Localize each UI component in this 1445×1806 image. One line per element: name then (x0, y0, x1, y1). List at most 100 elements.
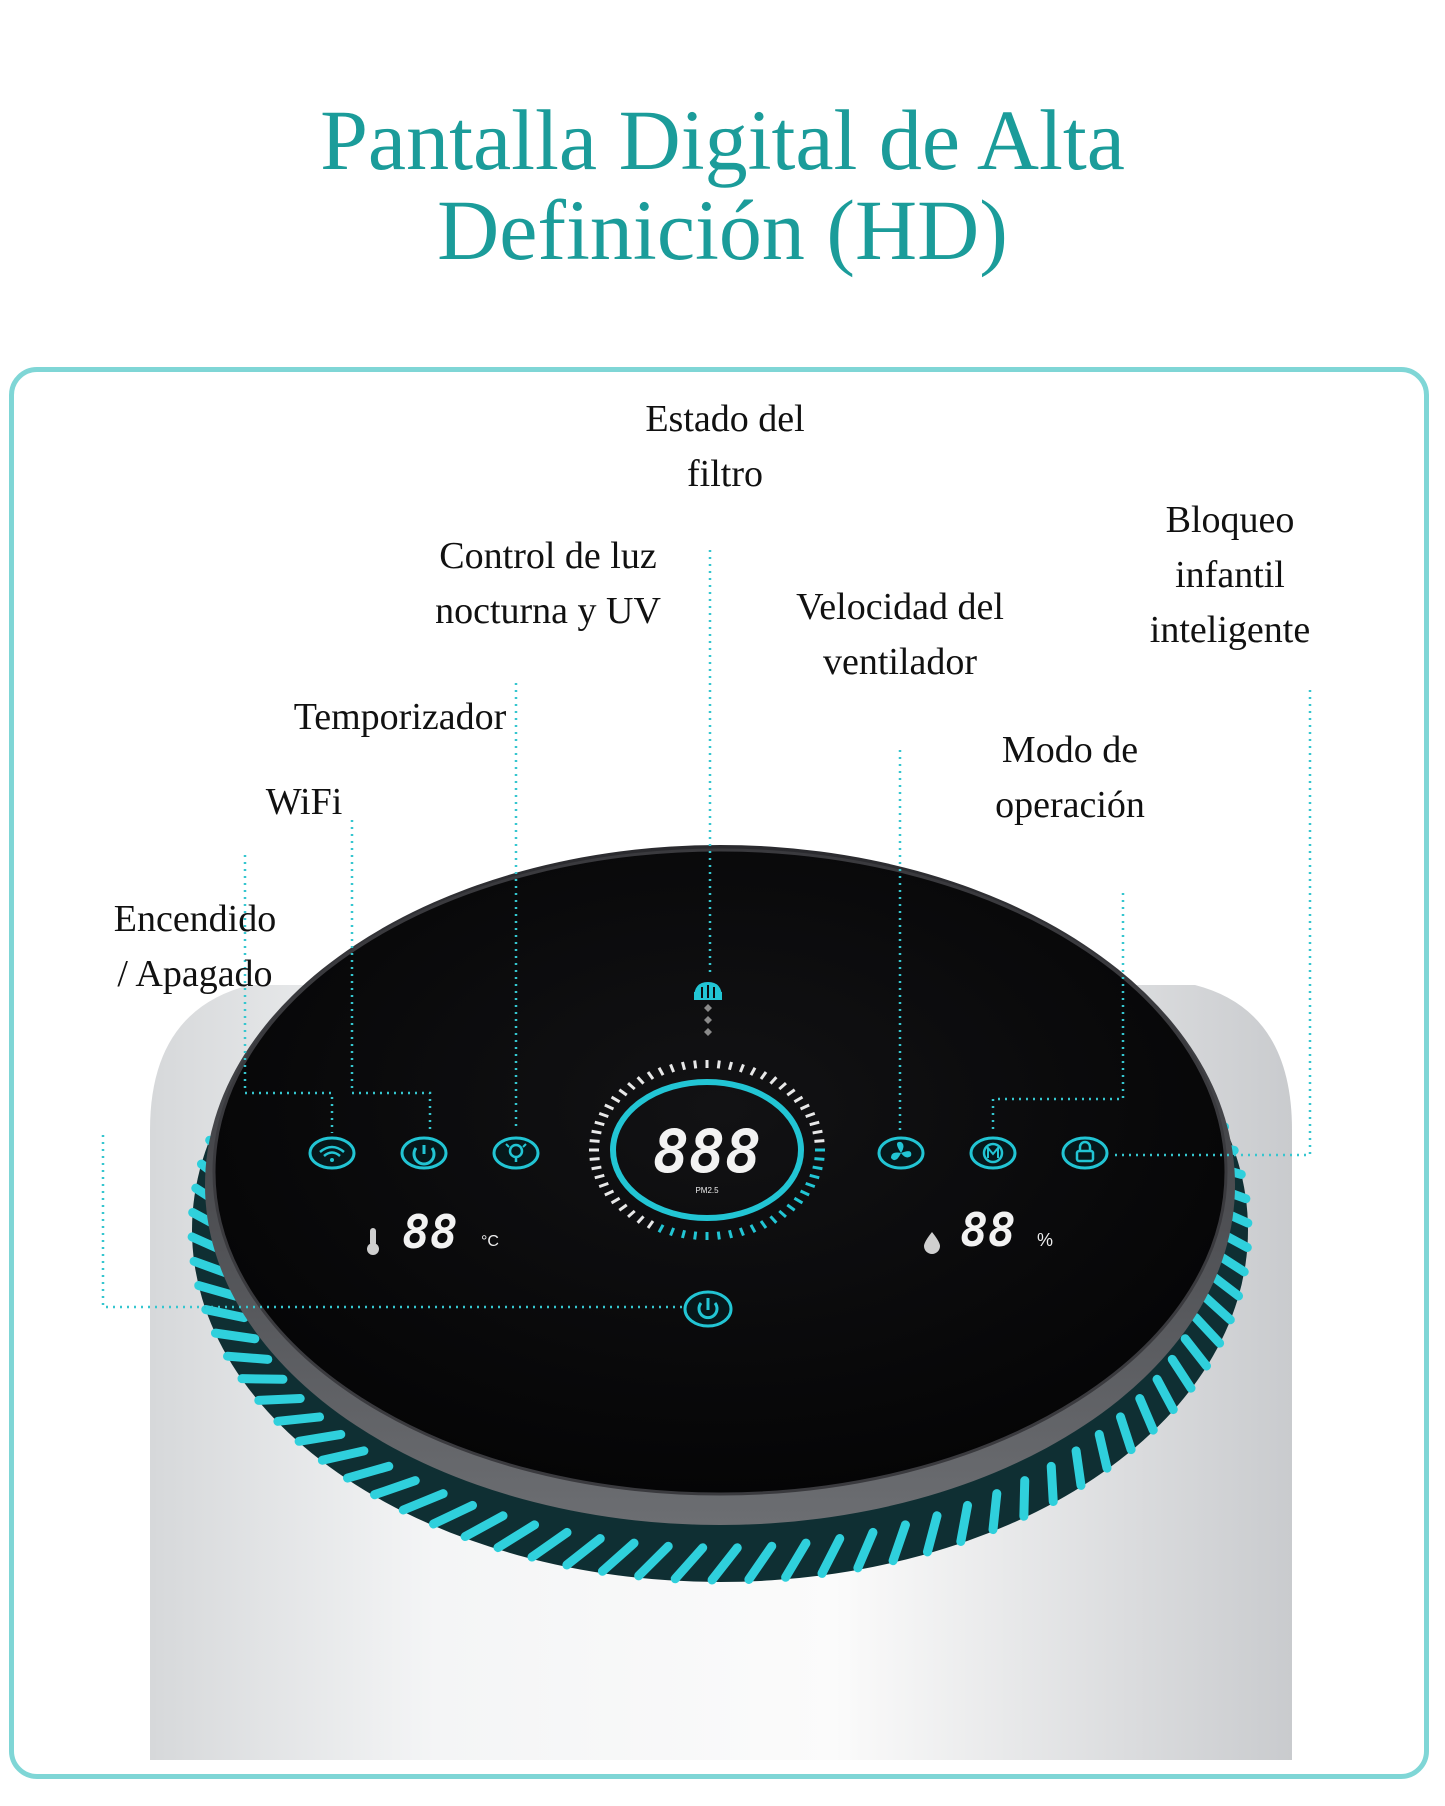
temperature-value: 88 (402, 1205, 457, 1259)
control-panel (214, 850, 1226, 1494)
dial-tick (693, 1231, 698, 1240)
label-filter-status-line2: filtro (687, 453, 763, 495)
dial-tick (591, 1165, 602, 1171)
vent-slat (223, 1351, 273, 1364)
leader-child-lock (1110, 690, 1312, 1157)
vent-slat (237, 1374, 288, 1384)
dial-tick (786, 1203, 796, 1212)
mode-icon[interactable] (969, 1136, 1017, 1170)
vent-slat (370, 1476, 420, 1500)
dial-tick (738, 1063, 745, 1073)
label-timer-line1: Temporizador (293, 696, 507, 738)
vent-slat (956, 1500, 972, 1546)
label-filter-status: Estado del filtro (600, 392, 850, 502)
vent-slat (1180, 1334, 1212, 1371)
vent-slat (1167, 1354, 1196, 1393)
dial-tick (759, 1071, 768, 1080)
dial-tick (591, 1129, 602, 1135)
label-power-line1: Encendido (113, 898, 277, 940)
dial-tick (805, 1111, 816, 1119)
dial-tick (598, 1111, 609, 1119)
vent-slat (1199, 1291, 1235, 1325)
dial-tick (799, 1189, 810, 1197)
dial-tick (693, 1060, 698, 1069)
humidity-unit: % (1037, 1230, 1053, 1250)
vent-slat (1094, 1429, 1112, 1473)
dial-tick (646, 1220, 655, 1229)
dial-tick (728, 1061, 733, 1071)
dial-tick (749, 1224, 757, 1233)
vent-slat (194, 1281, 241, 1301)
dial-tick (759, 1220, 768, 1229)
label-mode-line1: Modo de (1001, 729, 1139, 771)
label-mode: Modo de operación (950, 723, 1190, 833)
timer-icon[interactable] (400, 1136, 448, 1170)
label-night-light-line1: Control de luz (439, 535, 657, 577)
dial-tick (809, 1120, 820, 1127)
label-child-lock-line3: inteligente (1149, 609, 1311, 651)
vent-slat (1152, 1374, 1178, 1415)
lock-icon[interactable] (1061, 1136, 1109, 1170)
vent-slat (493, 1520, 540, 1553)
dial-tick (778, 1209, 787, 1219)
dial-tick (769, 1076, 778, 1085)
dial-tick (589, 1139, 600, 1143)
title-line-1: Pantalla Digital de Alta (320, 92, 1125, 188)
dial-tick (657, 1067, 665, 1076)
dial-tick (627, 1081, 636, 1091)
dial-tick (738, 1227, 745, 1237)
label-fan-speed-line1: Velocidad del (796, 586, 1004, 628)
dial-tick (589, 1157, 600, 1161)
vent-slat (201, 1305, 249, 1323)
vent-slat (210, 1328, 260, 1344)
vent-slat (707, 1543, 742, 1585)
dial-tick (812, 1129, 823, 1135)
dial-tick (594, 1120, 605, 1127)
vent-slat (853, 1527, 878, 1573)
humidity-value: 88 (960, 1203, 1015, 1257)
label-filter-status-line1: Estado del (645, 398, 805, 440)
dial-tick (793, 1095, 804, 1104)
wifi-icon[interactable] (308, 1136, 356, 1170)
vent-slat (597, 1538, 639, 1576)
vent-slat (1191, 1313, 1225, 1348)
power-icon[interactable] (683, 1290, 733, 1328)
product-frame (9, 367, 1429, 1779)
label-mode-line2: operación (995, 784, 1145, 826)
vent-slat (922, 1511, 942, 1557)
dial-tick (749, 1067, 757, 1076)
label-power: Encendido / Apagado (90, 892, 300, 1002)
vent-slat (781, 1538, 811, 1582)
dial-tick (598, 1181, 609, 1189)
night-light-icon[interactable] (492, 1136, 540, 1170)
fan-icon[interactable] (877, 1136, 925, 1170)
dial-tick (814, 1139, 825, 1143)
title-line-2: Definición (HD) (437, 182, 1008, 278)
dial-tick (669, 1063, 676, 1073)
page-title: Pantalla Digital de Alta Definición (HD) (0, 95, 1445, 275)
dial-tick (636, 1215, 645, 1224)
dial-tick (636, 1076, 645, 1085)
dial-tick (778, 1081, 787, 1091)
vent-slat (317, 1446, 369, 1465)
vent-slat (988, 1489, 1002, 1535)
vent-slat (670, 1543, 708, 1584)
dial-tick (594, 1173, 605, 1180)
dial-tick (786, 1088, 796, 1097)
droplet-icon (924, 1232, 940, 1254)
dial-tick (809, 1173, 820, 1180)
dial-tick (610, 1196, 621, 1205)
vent-slat (1019, 1476, 1030, 1521)
vent-slat (744, 1541, 777, 1584)
vent-slat (273, 1412, 325, 1426)
label-fan-speed: Velocidad del ventilador (760, 580, 1040, 690)
filter-icon[interactable] (694, 982, 722, 1036)
leader-lines (101, 550, 1312, 1309)
vent-slat (1115, 1412, 1136, 1455)
label-fan-speed-line2: ventilador (822, 641, 978, 683)
label-timer: Temporizador (255, 690, 545, 745)
vent-slat (527, 1527, 572, 1562)
dial-tick (669, 1227, 676, 1237)
dial-tick (716, 1231, 721, 1240)
